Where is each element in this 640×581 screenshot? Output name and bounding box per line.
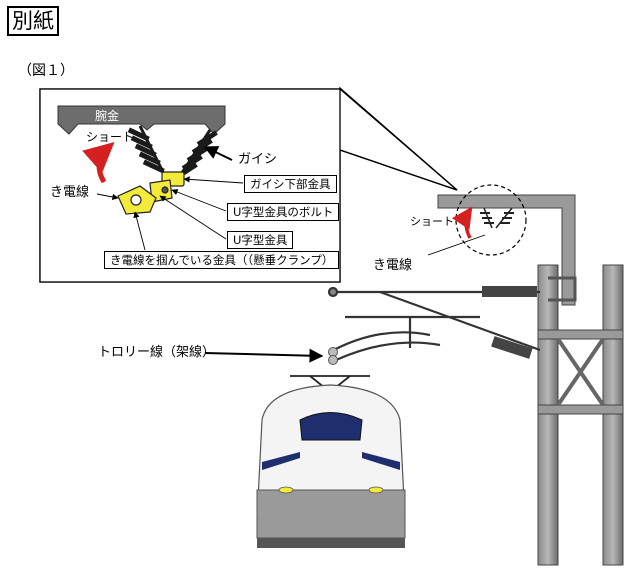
catenary-system xyxy=(327,286,541,365)
overview-wire-leader xyxy=(427,234,486,256)
inset-short-arrow xyxy=(82,142,115,184)
callout-leaders xyxy=(96,176,244,251)
inset-cross-arm xyxy=(57,105,226,135)
support-structure xyxy=(437,194,624,566)
inset-short-label: ショート xyxy=(86,130,135,144)
inset-fittings xyxy=(117,171,185,215)
trolley-wire-label: トロリー線（架線） xyxy=(98,345,216,360)
figure-number: （図１） xyxy=(18,63,74,79)
callout-insulator-bottom-fitting: ガイシ下部金具 xyxy=(244,175,337,193)
overview-short-arrow xyxy=(451,206,473,239)
overview-short-label: ショート xyxy=(410,215,454,228)
insulator-label: ガイシ xyxy=(238,152,278,167)
highlight-circle xyxy=(455,184,527,256)
overview-insulators xyxy=(480,207,514,229)
trolley-arrow xyxy=(204,348,324,363)
callout-u-fitting: U字型金具 xyxy=(227,231,294,249)
shinkansen-train xyxy=(256,384,406,548)
page-title: 別紙 xyxy=(7,6,59,36)
cross-arm-label: 腕金 xyxy=(95,109,120,123)
inset-wire-label: き電線 xyxy=(50,185,90,200)
overview-wire-label: き電線 xyxy=(373,258,413,273)
callout-u-fitting-bolt: U字型金具のボルト xyxy=(227,203,340,221)
callout-suspension-clamp: き電線を掴んでいる金具（（懸垂クランプ） xyxy=(104,251,340,269)
inset-insulator-right xyxy=(174,129,218,183)
